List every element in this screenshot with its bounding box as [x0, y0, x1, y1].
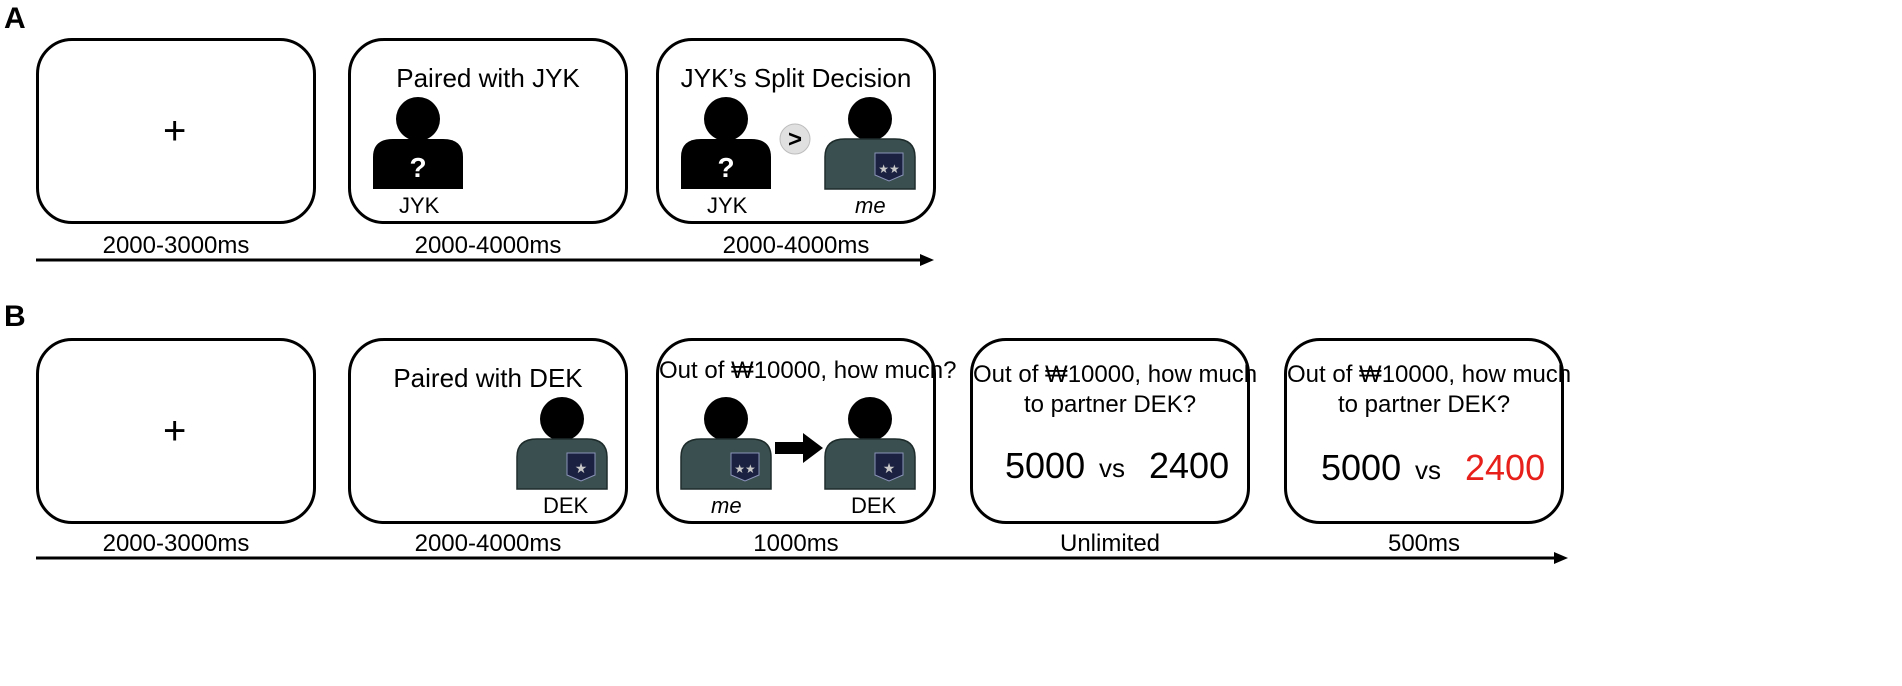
panel-a-fixation-screen: + — [36, 38, 316, 224]
vs-label: vs — [1415, 455, 1441, 485]
option-left-value: 5000 — [1321, 447, 1402, 488]
split-decision-title: JYK’s Split Decision — [680, 63, 912, 93]
person-label-left: JYK — [707, 193, 748, 218]
choice-title-line1: Out of ₩10000, how much — [973, 361, 1258, 388]
vs-label: vs — [1099, 453, 1125, 483]
question-mark: ? — [409, 152, 426, 183]
duration-label: 2000-3000ms — [102, 530, 250, 557]
person-label-right: me — [855, 193, 886, 218]
svg-text:★★: ★★ — [878, 162, 900, 176]
choice-title-line2: to partner DEK? — [1023, 391, 1197, 418]
svg-text:>: > — [788, 126, 802, 153]
unknown-person-icon: ? — [681, 97, 771, 189]
selected-value-highlight: 2400 — [1465, 447, 1546, 488]
duration-label: 2000-4000ms — [414, 232, 562, 259]
timeline-arrow — [36, 552, 1568, 564]
duration-label: 2000-3000ms — [102, 232, 250, 259]
duration-label: Unlimited — [1059, 530, 1161, 557]
star-badge-icon: ★★ — [730, 452, 760, 482]
officer-person-icon: ★ — [516, 397, 608, 490]
duration-label: 1000ms — [753, 530, 839, 557]
duration-label: 2000-4000ms — [722, 232, 870, 259]
panel-b-choice-screen: Out of ₩10000, how much to partner DEK? … — [970, 338, 1258, 524]
pairing-title: Paired with DEK — [393, 363, 583, 393]
panel-a-label: A — [4, 2, 26, 35]
unknown-person-icon: ? — [373, 97, 463, 189]
fixation-cross: + — [163, 409, 187, 453]
svg-text:★: ★ — [575, 461, 588, 477]
star-badge-icon: ★★ — [874, 152, 904, 182]
feedback-title-line1: Out of ₩10000, how much — [1287, 361, 1572, 388]
panel-a-pairing-screen: Paired with JYK ? JYK — [348, 38, 628, 224]
question-mark: ? — [717, 152, 734, 183]
officer-person-icon: ★★ — [824, 97, 916, 190]
panel-b-feedback-screen: Out of ₩10000, how much to partner DEK? … — [1284, 338, 1572, 524]
svg-text:★★: ★★ — [734, 462, 756, 476]
panel-b-pairing-screen: Paired with DEK ★ DEK — [348, 338, 628, 524]
person-label-right: DEK — [851, 493, 897, 518]
option-left-value: 5000 — [1005, 445, 1086, 486]
star-badge-icon: ★ — [874, 452, 904, 482]
fixation-cross: + — [163, 109, 187, 153]
right-arrow-icon — [775, 433, 823, 463]
greater-than-icon: > — [779, 123, 811, 155]
pairing-title: Paired with JYK — [396, 63, 580, 93]
feedback-title-line2: to partner DEK? — [1337, 391, 1511, 418]
person-label: DEK — [543, 493, 589, 518]
officer-person-icon: ★★ — [680, 397, 772, 490]
duration-label: 2000-4000ms — [414, 530, 562, 557]
officer-person-icon: ★ — [824, 397, 916, 490]
person-label-left: me — [711, 493, 742, 518]
panel-b-fixation-screen: + — [36, 338, 316, 524]
person-label: JYK — [399, 193, 440, 218]
panel-a-split-decision-screen: JYK’s Split Decision ? > ★★ JYK me — [656, 38, 936, 224]
duration-label: 500ms — [1387, 530, 1461, 557]
option-right-value: 2400 — [1149, 445, 1230, 486]
panel-b-allocation-screen: Out of ₩10000, how much? ★★ ★ me DEK — [656, 338, 957, 524]
allocation-title: Out of ₩10000, how much? — [659, 357, 957, 384]
timeline-arrow — [36, 254, 934, 266]
panel-b-label: B — [4, 300, 26, 333]
svg-text:★: ★ — [883, 461, 896, 477]
star-badge-icon: ★ — [566, 452, 596, 482]
